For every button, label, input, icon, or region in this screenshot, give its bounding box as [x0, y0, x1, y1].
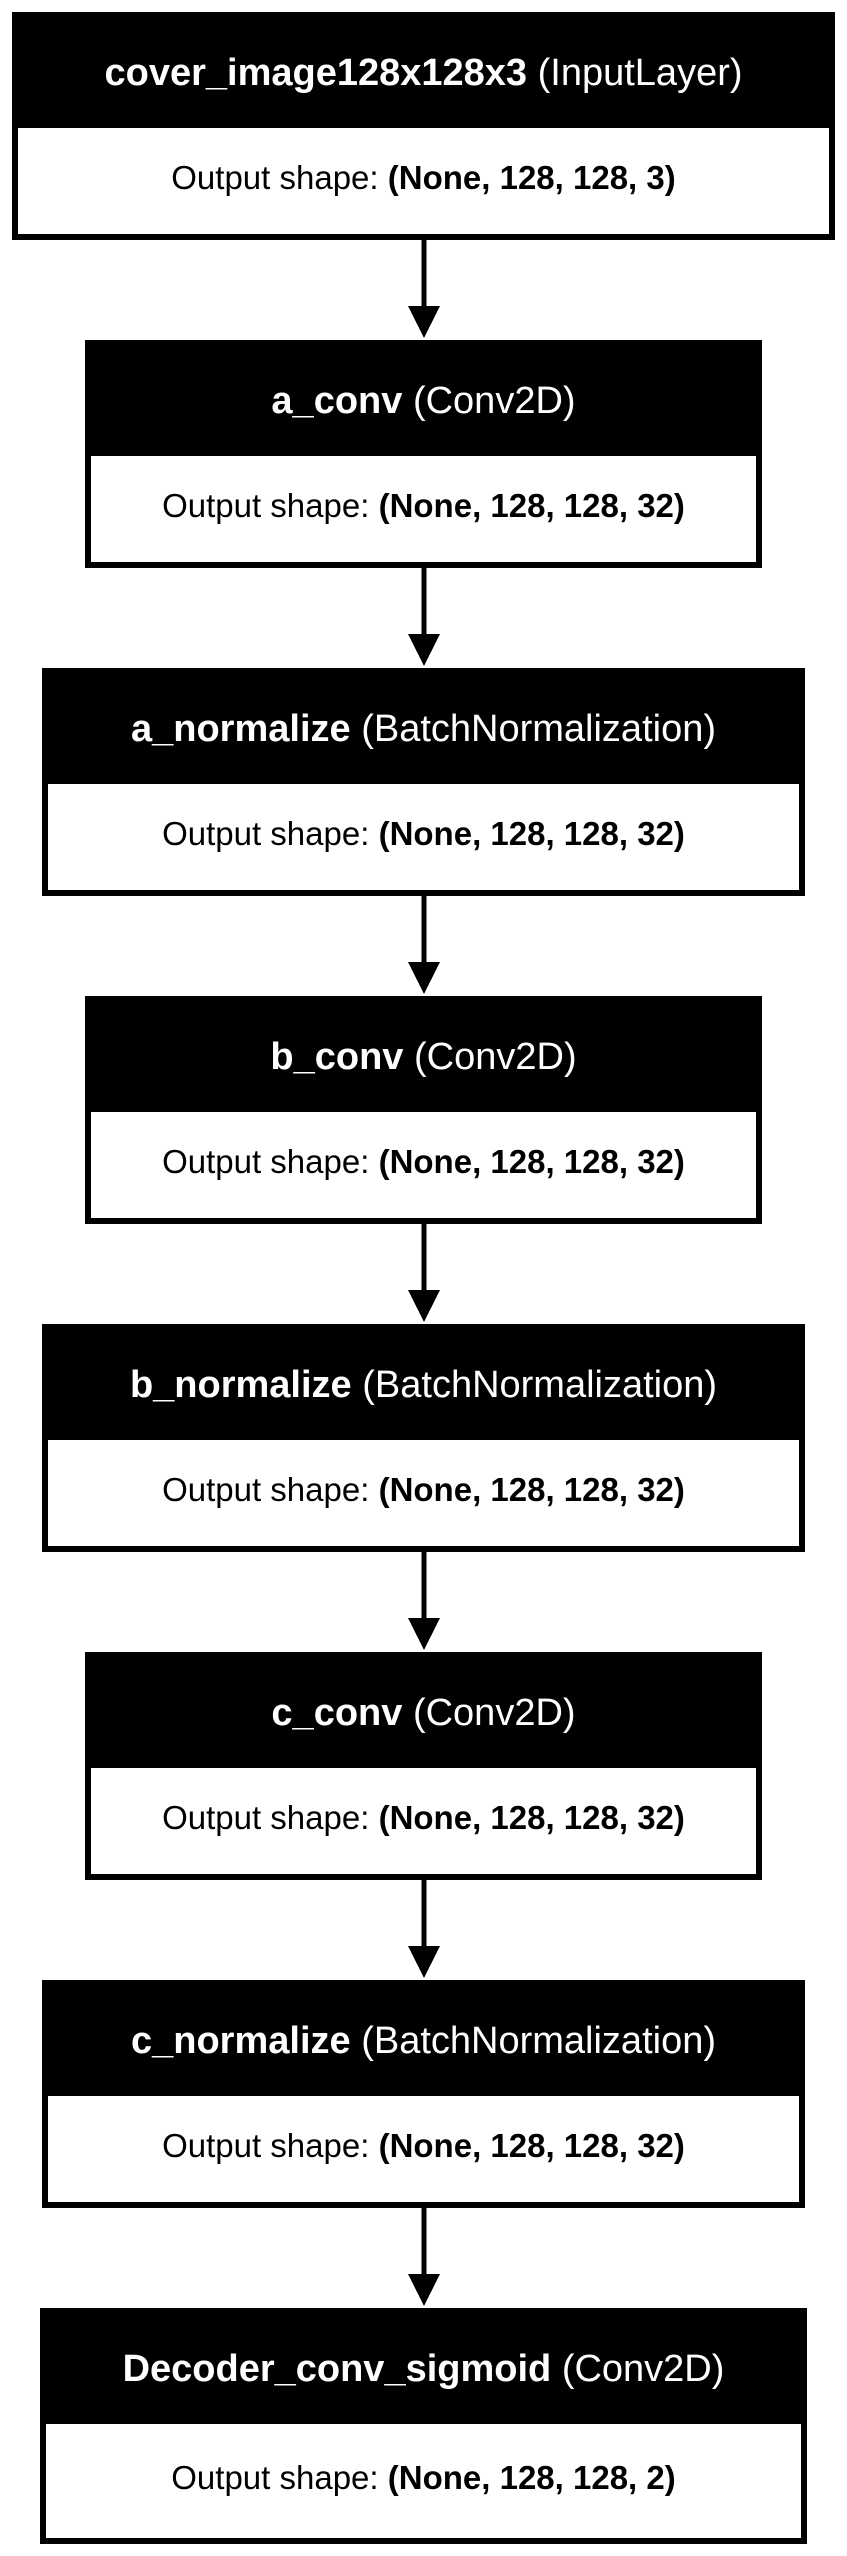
- arrow-down-icon: [408, 1880, 440, 1978]
- layer-header: b_conv (Conv2D): [91, 1002, 756, 1112]
- output-shape-value: (None, 128, 128, 32): [378, 1471, 685, 1508]
- output-shape-value: (None, 128, 128, 32): [378, 815, 685, 852]
- layer-output: Output shape: (None, 128, 128, 32): [48, 784, 799, 884]
- layer-name: a_conv: [271, 379, 403, 422]
- output-shape-label: Output shape:: [162, 1471, 370, 1508]
- layer-type: (BatchNormalization): [362, 1363, 718, 1406]
- connection-arrow: [394, 1552, 454, 1652]
- layer-type: (BatchNormalization): [361, 2019, 716, 2062]
- layer-name: c_normalize: [130, 2019, 351, 2062]
- layer-header: a_normalize (BatchNormalization): [48, 674, 799, 784]
- connection-arrow: [394, 1224, 454, 1324]
- layer-header: cover_image128x128x3 (InputLayer): [18, 18, 829, 128]
- arrow-down-icon: [408, 896, 440, 994]
- layer-header: b_normalize (BatchNormalization): [48, 1330, 799, 1440]
- connection-arrow: [394, 896, 454, 996]
- arrow-down-icon: [408, 1224, 440, 1322]
- arrow-down-icon: [408, 568, 440, 666]
- layer-name: b_conv: [270, 1035, 404, 1078]
- output-shape-value: (None, 128, 128, 32): [378, 2127, 685, 2164]
- output-shape-label: Output shape:: [171, 159, 379, 196]
- layer-type: (Conv2D): [561, 2347, 725, 2390]
- layer-node-input: cover_image128x128x3 (InputLayer) Output…: [12, 12, 835, 240]
- connection-arrow: [394, 1880, 454, 1980]
- layer-header: Decoder_conv_sigmoid (Conv2D): [46, 2314, 801, 2424]
- output-shape-value: (None, 128, 128, 32): [378, 1799, 685, 1836]
- layer-output: Output shape: (None, 128, 128, 32): [48, 1440, 799, 1540]
- output-shape-label: Output shape:: [162, 487, 370, 524]
- layer-node-c-conv: c_conv (Conv2D) Output shape: (None, 128…: [85, 1652, 762, 1880]
- output-shape-value: (None, 128, 128, 32): [378, 1143, 685, 1180]
- layer-output: Output shape: (None, 128, 128, 2): [46, 2424, 801, 2532]
- connection-arrow: [394, 568, 454, 668]
- layer-name: c_conv: [271, 1691, 403, 1734]
- arrow-down-icon: [408, 240, 440, 338]
- output-shape-label: Output shape:: [162, 2127, 370, 2164]
- layer-name: cover_image128x128x3: [104, 51, 528, 94]
- arrow-down-icon: [408, 1552, 440, 1650]
- layer-output: Output shape: (None, 128, 128, 32): [91, 1112, 756, 1212]
- layer-type: (InputLayer): [537, 51, 743, 94]
- layer-type: (Conv2D): [412, 1691, 576, 1734]
- layer-node-b-conv: b_conv (Conv2D) Output shape: (None, 128…: [85, 996, 762, 1224]
- output-shape-value: (None, 128, 128, 32): [378, 487, 685, 524]
- layer-header: c_conv (Conv2D): [91, 1658, 756, 1768]
- layer-type: (Conv2D): [414, 1035, 577, 1078]
- layer-node-a-conv: a_conv (Conv2D) Output shape: (None, 128…: [85, 340, 762, 568]
- layer-name: Decoder_conv_sigmoid: [122, 2347, 552, 2390]
- output-shape-label: Output shape:: [162, 1799, 370, 1836]
- output-shape-label: Output shape:: [171, 2459, 379, 2496]
- output-shape-label: Output shape:: [162, 1143, 370, 1180]
- layer-output: Output shape: (None, 128, 128, 32): [91, 1768, 756, 1868]
- arrow-down-icon: [408, 2208, 440, 2306]
- output-shape-value: (None, 128, 128, 2): [387, 2459, 676, 2496]
- connection-arrow: [394, 2208, 454, 2308]
- layer-header: c_normalize (BatchNormalization): [48, 1986, 799, 2096]
- layer-output: Output shape: (None, 128, 128, 32): [91, 456, 756, 556]
- layer-name: a_normalize: [130, 707, 351, 750]
- connection-arrow: [394, 240, 454, 340]
- layer-output: Output shape: (None, 128, 128, 3): [18, 128, 829, 228]
- layer-output: Output shape: (None, 128, 128, 32): [48, 2096, 799, 2196]
- layer-node-b-normalize: b_normalize (BatchNormalization) Output …: [42, 1324, 805, 1552]
- layer-type: (Conv2D): [412, 379, 576, 422]
- layer-header: a_conv (Conv2D): [91, 346, 756, 456]
- layer-name: b_normalize: [129, 1363, 352, 1406]
- layer-node-c-normalize: c_normalize (BatchNormalization) Output …: [42, 1980, 805, 2208]
- layer-node-decoder-conv-sigmoid: Decoder_conv_sigmoid (Conv2D) Output sha…: [40, 2308, 807, 2544]
- layer-node-a-normalize: a_normalize (BatchNormalization) Output …: [42, 668, 805, 896]
- output-shape-label: Output shape:: [162, 815, 370, 852]
- layer-type: (BatchNormalization): [361, 707, 716, 750]
- output-shape-value: (None, 128, 128, 3): [387, 159, 676, 196]
